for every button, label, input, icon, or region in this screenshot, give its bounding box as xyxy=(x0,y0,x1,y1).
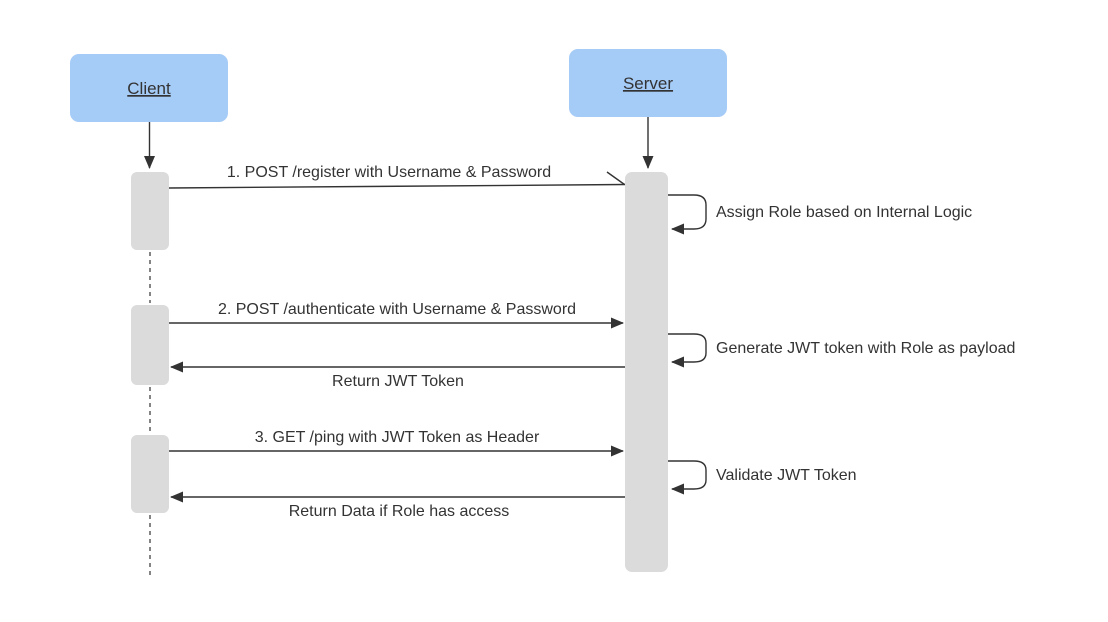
self-message-2-arrow xyxy=(668,333,707,368)
self-message-3-label: Validate JWT Token xyxy=(716,467,857,484)
client-activation-bar-2 xyxy=(131,305,169,385)
client-activation-bar-3 xyxy=(131,435,169,513)
actor-client-box xyxy=(70,54,228,122)
actor-client-label: Client xyxy=(127,79,171,98)
self-message-1-arrow xyxy=(668,194,707,235)
self-message-3-arrow xyxy=(668,460,707,495)
self-message-2-label: Generate JWT token with Role as payload xyxy=(716,340,1015,357)
return-1-label: Return JWT Token xyxy=(332,373,464,390)
server-activation-bar xyxy=(625,172,668,572)
self-message-1-label: Assign Role based on Internal Logic xyxy=(716,204,972,221)
message-2-label: 2. POST /authenticate with Username & Pa… xyxy=(218,301,576,318)
return-2-label: Return Data if Role has access xyxy=(289,503,510,520)
actor-server-box xyxy=(569,49,727,117)
actor-server-label: Server xyxy=(623,74,673,93)
message-3-label: 3. GET /ping with JWT Token as Header xyxy=(255,429,540,446)
message-1-arrow xyxy=(168,183,626,189)
message-1-label: 1. POST /register with Username & Passwo… xyxy=(227,164,551,181)
client-activation-bar-1 xyxy=(131,172,169,250)
message-1-arrowhead xyxy=(606,171,625,186)
